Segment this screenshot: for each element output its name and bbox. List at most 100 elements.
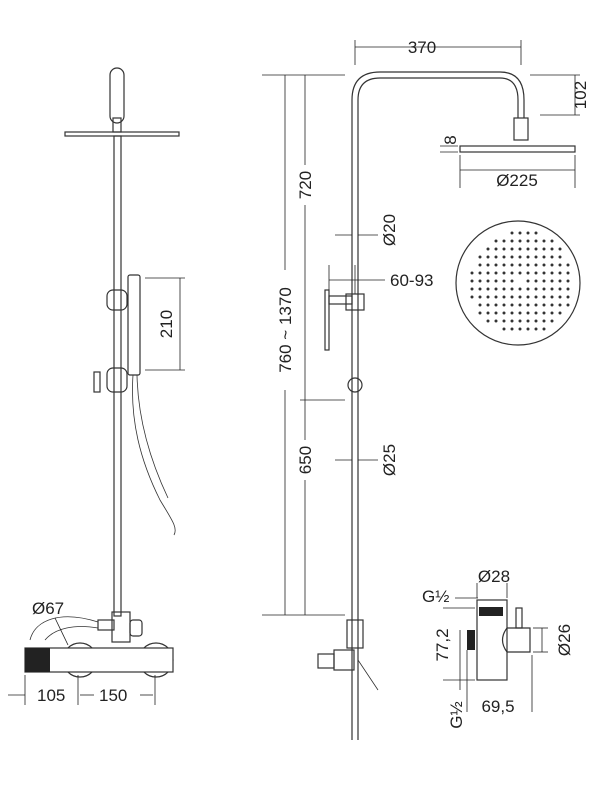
nozzle <box>526 239 530 243</box>
nozzle <box>494 247 498 251</box>
nozzle <box>478 311 482 315</box>
dim-bottom-thread: G½ <box>447 701 466 728</box>
shower-head-front <box>64 131 180 137</box>
nozzle <box>550 303 554 307</box>
nozzle <box>502 303 506 307</box>
side-view: 370 102 8 Ø225 760 ~ 1370 720 650 Ø20 60… <box>262 38 590 740</box>
nozzle <box>510 255 514 259</box>
nozzle <box>566 271 570 275</box>
hose-holder <box>106 367 128 393</box>
nozzle <box>470 295 474 299</box>
nozzle <box>534 279 538 283</box>
nozzle <box>542 255 546 259</box>
nozzle <box>550 287 554 291</box>
nozzle <box>550 263 554 267</box>
nozzle <box>510 263 514 267</box>
dim-top-thread: G½ <box>422 587 449 606</box>
nozzle <box>478 287 482 291</box>
nozzle <box>518 239 522 243</box>
diverter-pin <box>515 607 523 629</box>
nozzle <box>534 295 538 299</box>
nozzle <box>510 287 514 291</box>
nozzle <box>502 255 506 259</box>
nozzle <box>486 271 490 275</box>
nozzle <box>470 271 474 275</box>
dim-lower-pipe-length: 650 <box>296 446 315 474</box>
nozzle <box>486 311 490 315</box>
slider-knob <box>347 377 363 393</box>
nozzle <box>542 327 546 331</box>
nozzle <box>486 255 490 259</box>
nozzle <box>526 295 530 299</box>
hand-shower <box>127 274 141 376</box>
nozzle <box>550 295 554 299</box>
nozzle <box>534 327 538 331</box>
wall-bracket-plate <box>324 289 330 351</box>
mixer-hose <box>29 616 99 641</box>
nozzle <box>494 303 498 307</box>
nozzle <box>510 239 514 243</box>
nozzle <box>518 231 522 235</box>
nozzle <box>558 271 562 275</box>
shower-column-side <box>351 71 525 740</box>
nozzle <box>486 303 490 307</box>
hose-connector <box>97 619 115 631</box>
nozzle <box>478 279 482 283</box>
diverter-knob <box>129 619 143 637</box>
nozzle <box>526 247 530 251</box>
shower-head-side <box>459 145 576 153</box>
dim-height: 77,2 <box>433 628 452 661</box>
diverter-detail: Ø28 G½ 77,2 Ø26 G½ 69,5 <box>422 567 574 729</box>
nozzle <box>534 231 538 235</box>
nozzle <box>526 287 530 291</box>
dim-side-diameter: Ø26 <box>555 624 574 656</box>
nozzle <box>502 327 506 331</box>
nozzle <box>534 239 538 243</box>
nozzle <box>510 327 514 331</box>
nozzle <box>494 255 498 259</box>
nozzle <box>526 231 530 235</box>
dim-upper-pipe-length: 720 <box>296 171 315 199</box>
wall-plate <box>25 648 50 672</box>
nozzle <box>478 255 482 259</box>
nozzle <box>526 255 530 259</box>
nozzle <box>550 247 554 251</box>
nozzle <box>534 319 538 323</box>
nozzle <box>542 247 546 251</box>
nozzle <box>502 287 506 291</box>
nozzle <box>518 247 522 251</box>
nozzle <box>518 295 522 299</box>
side-lever <box>357 659 379 691</box>
dim-hand-shower-length: 210 <box>157 310 176 338</box>
nozzle <box>510 303 514 307</box>
nozzle <box>526 311 530 315</box>
dim-width: 69,5 <box>481 697 514 716</box>
nozzle <box>542 287 546 291</box>
nozzle <box>478 263 482 267</box>
nozzle <box>566 263 570 267</box>
nozzle <box>558 295 562 299</box>
shower-head-top-view <box>455 220 581 346</box>
nozzle <box>558 303 562 307</box>
nozzle <box>534 263 538 267</box>
nozzle <box>502 239 506 243</box>
nozzle <box>478 271 482 275</box>
nozzle <box>542 295 546 299</box>
dim-head-thickness: 8 <box>441 135 460 144</box>
nozzle <box>502 319 506 323</box>
dim-total-height: 760 ~ 1370 <box>276 287 295 373</box>
nozzle <box>526 303 530 307</box>
nozzle <box>510 311 514 315</box>
nozzle <box>558 287 562 291</box>
dim-top-diameter: Ø28 <box>478 567 510 586</box>
dim-lower-pipe-diameter: Ø25 <box>380 444 399 476</box>
top-thread-mark <box>479 607 503 616</box>
nozzle <box>558 263 562 267</box>
dim-bracket-distance: 60-93 <box>390 271 433 290</box>
nozzle <box>518 327 522 331</box>
nozzle <box>550 271 554 275</box>
nozzle <box>502 295 506 299</box>
head-swivel <box>513 117 529 141</box>
dim-mixer-centers: 150 <box>99 686 127 705</box>
